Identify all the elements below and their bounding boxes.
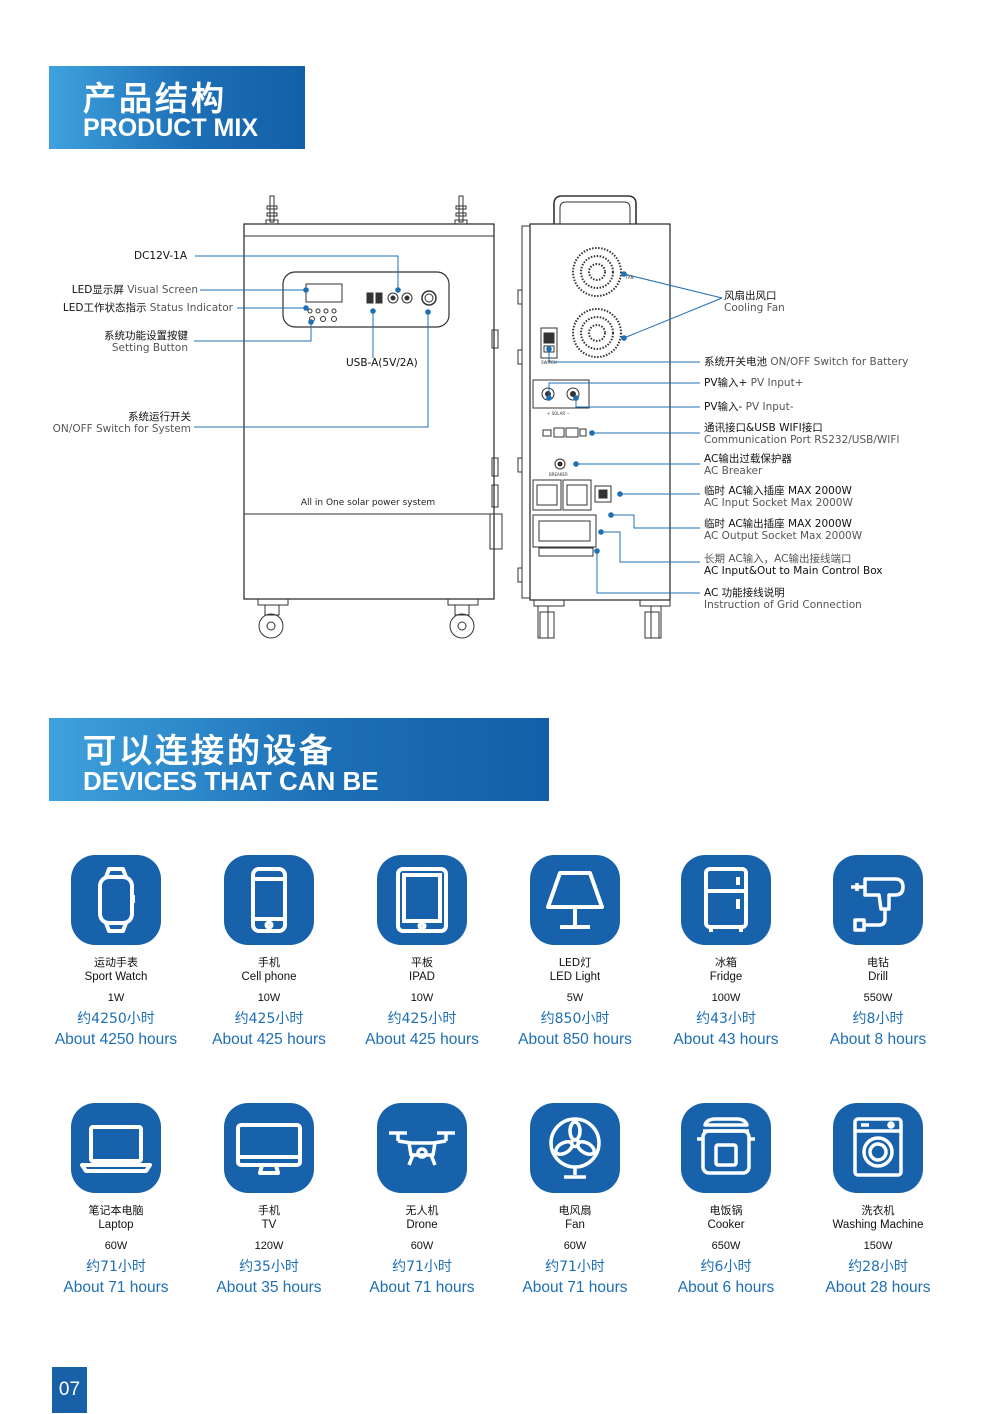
tablet-icon	[377, 855, 467, 945]
callout-breaker: AC输出过载保护器 AC Breaker	[704, 453, 792, 477]
device-card: 平板 IPAD 10W 约425小时 About 425 hours	[347, 855, 497, 1050]
device-card: 电饭锅 Cooker 650W 约6小时 About 6 hours	[651, 1103, 801, 1298]
device-card: 电风扇 Fan 60W 约71小时 About 71 hours	[500, 1103, 650, 1298]
callout-dc: DC12V-1A	[134, 250, 187, 262]
callout-led-screen: LED显示屏 Visual Screen	[71, 284, 198, 296]
fan-icon	[530, 1103, 620, 1193]
rear-view	[517, 195, 671, 639]
device-card: 电钻 Drill 550W 约8小时 About 8 hours	[803, 855, 953, 1050]
device-card: 手机 Cell phone 10W 约425小时 About 425 hours	[194, 855, 344, 1050]
device-card: 无人机 Drone 60W 约71小时 About 71 hours	[347, 1103, 497, 1298]
callout-pv-minus: PV输入- PV Input-	[704, 401, 794, 413]
product-diagram: All in One solar power system FAN SWITCH…	[194, 195, 723, 639]
page-number: 07	[52, 1367, 87, 1413]
device-card: 笔记本电脑 Laptop 60W 约71小时 About 71 hours	[41, 1103, 191, 1298]
callout-pv-plus: PV输入+ PV Input+	[704, 377, 804, 389]
section-banner-devices: 可以连接的设备 DEVICES THAT CAN BE CONNECTED	[49, 718, 549, 827]
laptop-icon	[71, 1103, 161, 1193]
front-system-label: All in One solar power system	[301, 498, 435, 508]
section-title-en: DEVICES THAT CAN BE CONNECTED	[83, 766, 379, 827]
switch-mark: SWITCH	[541, 360, 557, 365]
front-view	[243, 195, 503, 639]
fan-mark: FAN	[626, 275, 634, 280]
solar-mark: + SOLAR −	[547, 411, 570, 416]
callout-grid: AC 功能接线说明 Instruction of Grid Connection	[704, 587, 862, 611]
tv-icon	[224, 1103, 314, 1193]
device-card: 运动手表 Sport Watch 1W 约4250小时 About 4250 h…	[41, 855, 191, 1050]
breaker-mark: BREAKER	[549, 472, 568, 477]
device-card: 手机 TV 120W 约35小时 About 35 hours	[194, 1103, 344, 1298]
callout-status: LED工作状态指示 Status Indicator	[62, 302, 233, 314]
section-title-zh: 可以连接的设备	[83, 731, 335, 770]
section-title-zh: 产品结构	[83, 79, 227, 118]
callout-output-socket: 临时 AC输出插座 MAX 2000W AC Output Socket Max…	[704, 518, 863, 542]
lamp-icon	[530, 855, 620, 945]
callout-comm: 通讯接口&USB WIFI接口 Communication Port RS232…	[704, 422, 900, 446]
drone-icon	[377, 1103, 467, 1193]
device-card: LED灯 LED Light 5W 约850小时 About 850 hours	[500, 855, 650, 1050]
drill-icon	[833, 855, 923, 945]
watch-icon	[71, 855, 161, 945]
device-card: 洗衣机 Washing Machine 150W 约28小时 About 28 …	[803, 1103, 953, 1298]
device-card: 冰箱 Fridge 100W 约43小时 About 43 hours	[651, 855, 801, 1050]
section-title-en: PRODUCT MIX	[83, 114, 258, 142]
section-banner-product-mix: 产品结构 PRODUCT MIX	[49, 66, 305, 149]
fridge-icon	[681, 855, 771, 945]
callout-usb: USB-A(5V/2A)	[346, 357, 418, 369]
callout-fan: 风扇出风口 Cooling Fan	[724, 290, 785, 314]
callout-setting: 系统功能设置按键 Setting Button	[104, 330, 188, 354]
callout-longterm: 长期 AC输入，AC输出接线端口 AC Input&Out to Main Co…	[704, 553, 883, 577]
washer-icon	[833, 1103, 923, 1193]
cooker-icon	[681, 1103, 771, 1193]
callout-input-socket: 临时 AC输入插座 MAX 2000W AC Input Socket Max …	[704, 485, 853, 509]
phone-icon	[224, 855, 314, 945]
callout-battery-switch: 系统开关电池 ON/OFF Switch for Battery	[704, 356, 909, 368]
callout-system-switch: 系统运行开关 ON/OFF Switch for System	[52, 411, 191, 435]
